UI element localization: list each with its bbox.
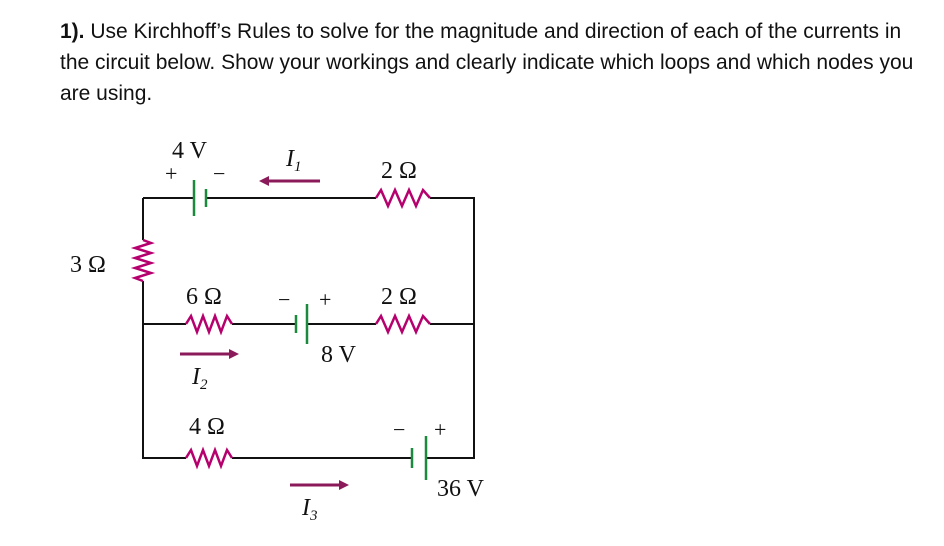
resistor-top-right xyxy=(374,186,431,210)
battery-middle-label: 8 V xyxy=(321,342,357,368)
battery-top-minus: − xyxy=(213,161,225,186)
resistor-mid-right-label: 2 Ω xyxy=(381,284,417,310)
wire-left xyxy=(142,198,186,459)
resistor-left xyxy=(130,238,156,283)
question-text: 1). Use Kirchhoff’s Rules to solve for t… xyxy=(60,16,920,109)
resistor-top-right-label: 2 Ω xyxy=(381,158,417,184)
battery-middle xyxy=(294,304,309,344)
question-body: Use Kirchhoff’s Rules to solve for the m… xyxy=(60,20,914,105)
battery-bottom-plus: + xyxy=(434,417,446,442)
resistor-bottom-left xyxy=(184,446,234,470)
resistor-left-label: 3 Ω xyxy=(70,252,106,278)
wires xyxy=(142,197,475,459)
current-2-label: I2 xyxy=(191,364,208,393)
question-number: 1). xyxy=(60,20,85,43)
wire-top xyxy=(143,197,475,459)
battery-bottom-minus: − xyxy=(393,417,405,442)
battery-bottom xyxy=(410,436,428,480)
resistor-bottom-left-label: 4 Ω xyxy=(189,414,225,440)
current-1-label: I1 xyxy=(285,146,302,175)
battery-middle-minus: − xyxy=(278,287,290,312)
battery-top-label: 4 V xyxy=(172,138,208,164)
battery-middle-plus: + xyxy=(319,287,331,312)
resistor-mid-left-label: 6 Ω xyxy=(186,284,222,310)
battery-bottom-label: 36 V xyxy=(437,476,485,502)
resistor-mid-right xyxy=(374,312,431,336)
resistor-mid-left xyxy=(184,312,234,336)
current-3-label: I3 xyxy=(301,495,318,524)
battery-top-plus: + xyxy=(165,161,177,186)
battery-top xyxy=(192,180,208,216)
